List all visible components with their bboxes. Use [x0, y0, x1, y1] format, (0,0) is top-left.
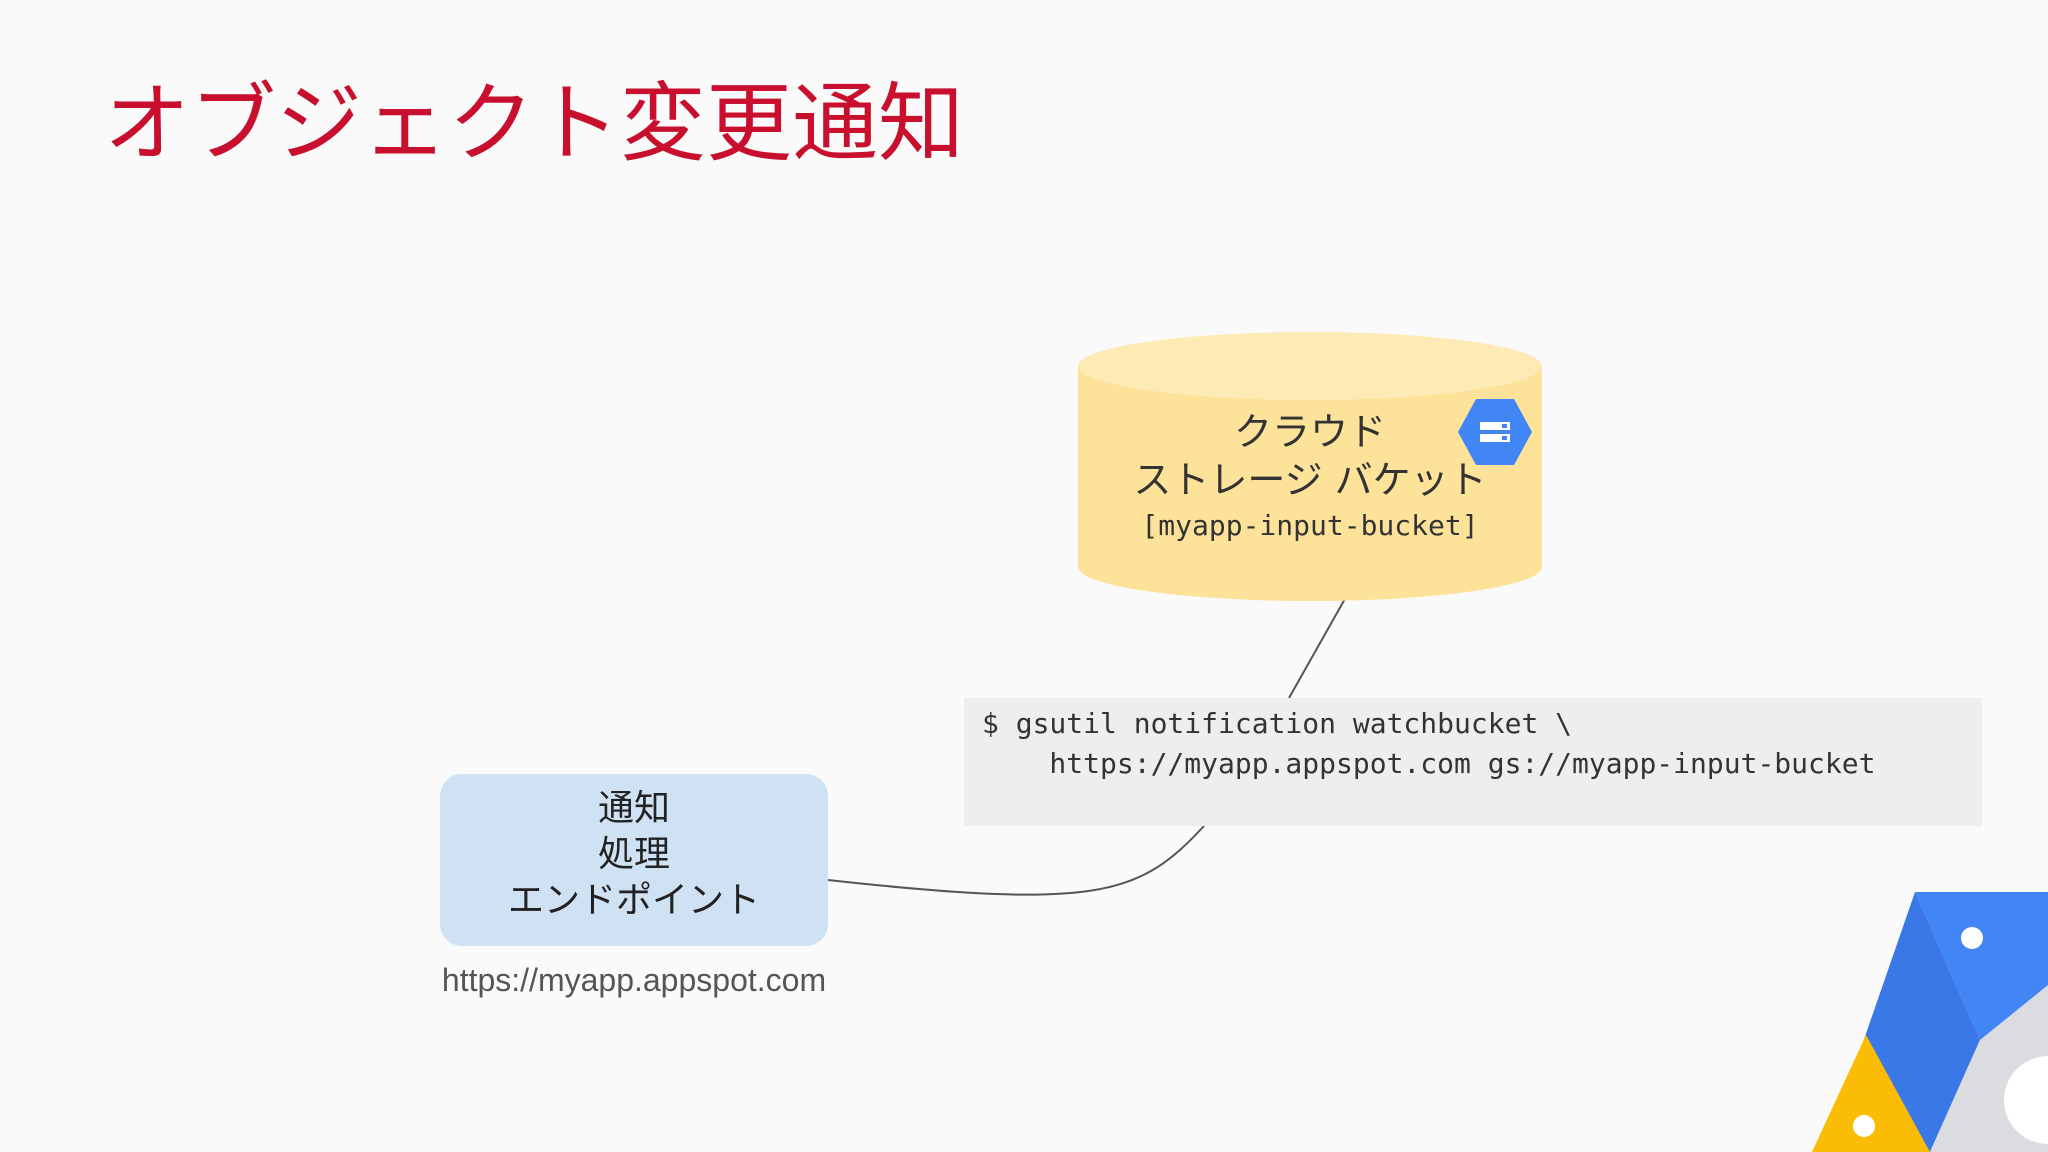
endpoint-url: https://myapp.appspot.com [441, 962, 827, 998]
google-cloud-logo-icon [1812, 892, 2048, 1152]
command-to-endpoint-line [827, 825, 1205, 896]
command-block: $ gsutil notification watchbucket \ http… [964, 698, 1982, 826]
bucket-to-command-line [1288, 596, 1347, 699]
command-line-2: https://myapp.appspot.com gs://myapp-inp… [982, 747, 1876, 780]
endpoint-label-line1: 通知 [597, 788, 670, 829]
bucket-name: [myapp-input-bucket] [1141, 509, 1479, 542]
slide-title: オブジェクト変更通知 [104, 74, 964, 174]
bucket-label-line1: クラウド [1233, 410, 1386, 454]
bucket-label: クラウド ストレージ バケット [myapp-input-bucket] [1076, 408, 1544, 546]
bucket-label-line2: ストレージ バケット [1133, 458, 1487, 502]
storage-bucket-cylinder [1078, 332, 1542, 601]
notification-endpoint-box: 通知 処理 エンドポイント [440, 774, 828, 946]
cloud-storage-icon [1458, 399, 1532, 465]
endpoint-label-line2: 処理 [597, 834, 670, 875]
command-line-1: $ gsutil notification watchbucket \ [982, 707, 1573, 740]
endpoint-label-line3: エンドポイント [507, 880, 760, 921]
